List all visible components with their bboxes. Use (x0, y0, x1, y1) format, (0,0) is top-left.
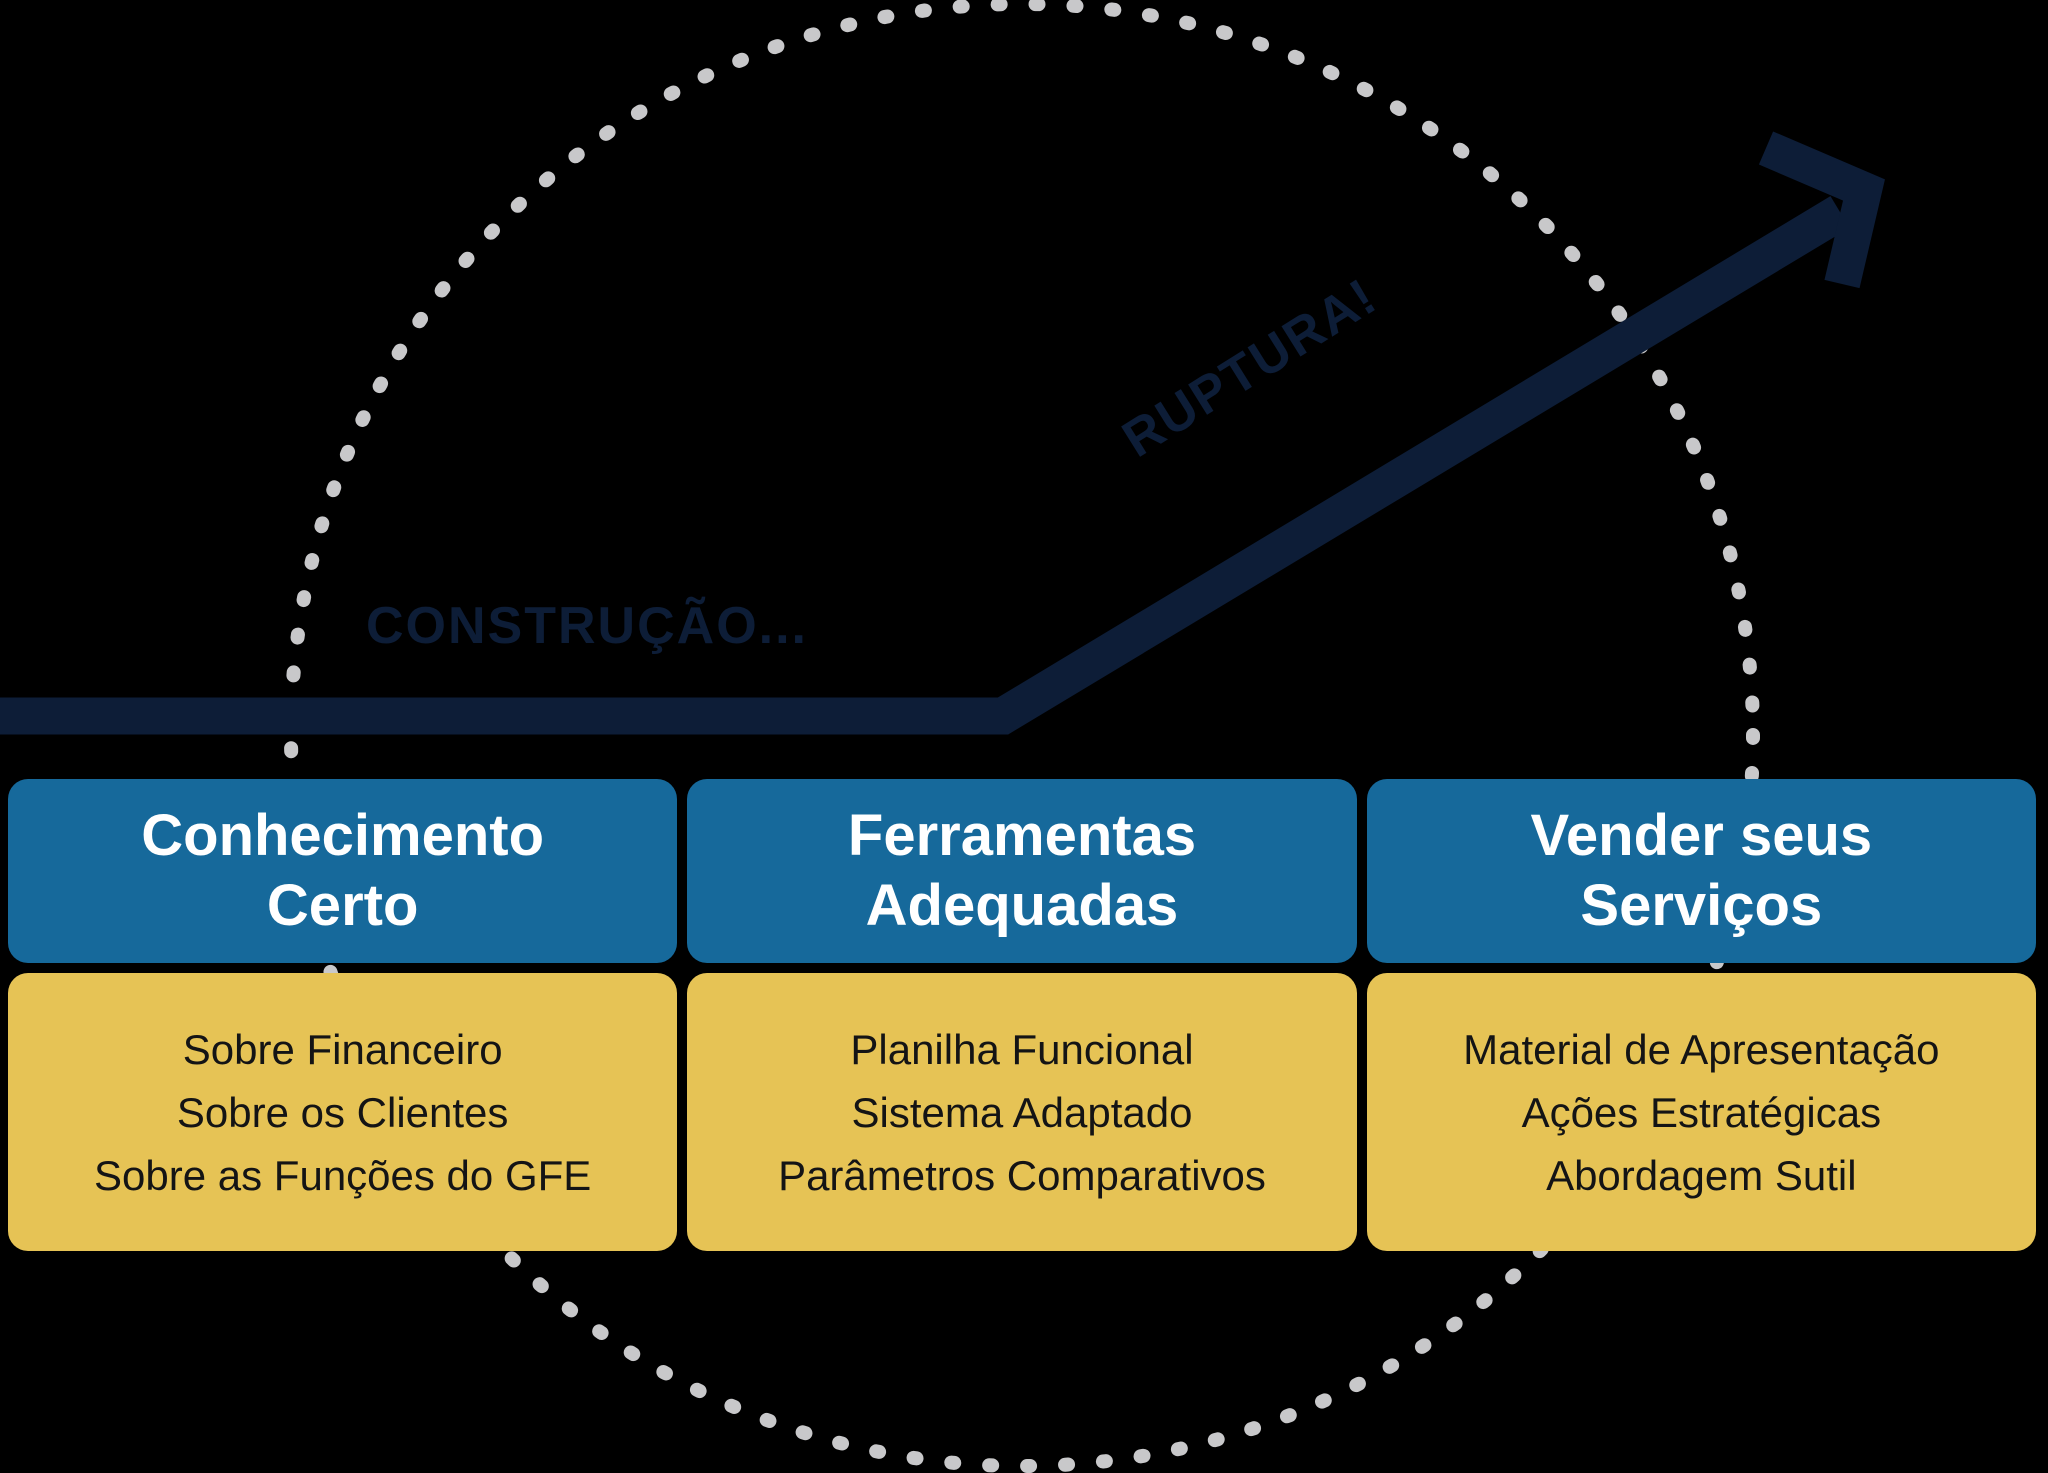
column-ferramentas-adequadas: Ferramentas Adequadas Planilha Funcional… (687, 779, 1357, 1251)
list-item: Sobre os Clientes (176, 1088, 509, 1136)
column-items-vender-seus-servicos: Material de Apresentação Ações Estratégi… (1366, 973, 2036, 1251)
list-item: Sobre Financeiro (182, 1025, 503, 1073)
column-items-ferramentas-adequadas: Planilha Funcional Sistema Adaptado Parâ… (687, 973, 1357, 1251)
list-item: Planilha Funcional (850, 1025, 1194, 1073)
list-item: Abordagem Sutil (1546, 1151, 1857, 1199)
column-title-line: Vender seus (1530, 803, 1873, 868)
list-item: Sobre as Funções do GFE (94, 1151, 592, 1199)
column-title-line: Adequadas (865, 873, 1179, 938)
growth-arrow-shaft-icon (0, 196, 1850, 735)
list-item: Material de Apresentação (1463, 1025, 1940, 1073)
column-title-line: Ferramentas (847, 803, 1197, 868)
column-title-line: Serviços (1580, 873, 1823, 938)
list-item: Ações Estratégicas (1521, 1088, 1882, 1136)
column-title-conhecimento-certo: Conhecimento Certo (8, 779, 678, 963)
construction-phase-label: CONSTRUÇÃO... (366, 597, 808, 655)
list-item: Parâmetros Comparativos (778, 1151, 1266, 1199)
column-title-line: Conhecimento (141, 803, 545, 868)
column-title-vender-seus-servicos: Vender seus Serviços (1366, 779, 2036, 963)
column-items-conhecimento-certo: Sobre Financeiro Sobre os Clientes Sobre… (8, 973, 678, 1251)
column-conhecimento-certo: Conhecimento Certo Sobre Financeiro Sobr… (8, 779, 678, 1251)
column-title-ferramentas-adequadas: Ferramentas Adequadas (687, 779, 1357, 963)
column-title-line: Certo (266, 873, 419, 938)
list-item: Sistema Adaptado (851, 1088, 1193, 1136)
growth-arrow-head-icon (1758, 131, 1885, 289)
pillar-columns: Conhecimento Certo Sobre Financeiro Sobr… (8, 779, 2036, 1251)
column-vender-seus-servicos: Vender seus Serviços Material de Apresen… (1366, 779, 2036, 1251)
dotted-circle-icon (284, 0, 1760, 1473)
